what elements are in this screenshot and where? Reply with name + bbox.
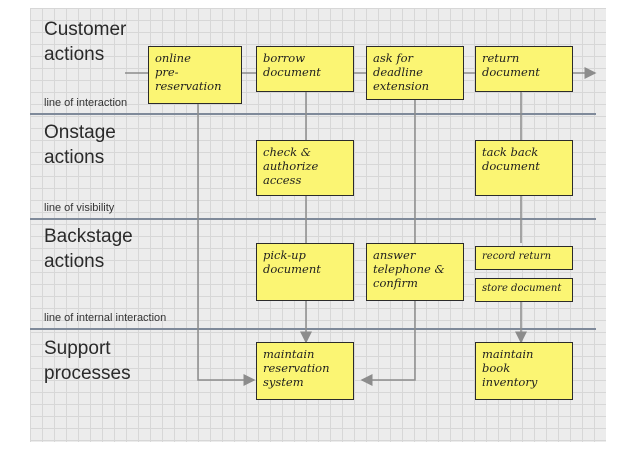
- line-of-visibility-separator: [30, 218, 596, 220]
- line-of-visibility-label: line of visibility: [44, 202, 115, 214]
- card-return-document: return document: [475, 46, 573, 92]
- card-record-return: record return: [475, 246, 573, 270]
- card-maintain-reservation-system: maintain reservation system: [256, 342, 354, 400]
- line-of-interaction-label: line of interaction: [44, 97, 128, 109]
- lane-title-support-processes: Support processes: [44, 338, 131, 384]
- lane-title-backstage-actions: Backstage actions: [44, 226, 133, 272]
- card-answer-telephone-confirm: answer telephone & confirm: [366, 243, 464, 301]
- card-tack-back-document: tack back document: [475, 140, 573, 196]
- card-ask-deadline-extension: ask for deadline extension: [366, 46, 464, 100]
- card-check-authorize-access: check & authorize access: [256, 140, 354, 196]
- card-borrow-document: borrow document: [256, 46, 354, 92]
- line-of-internal-interaction-label: line of internal interaction: [44, 312, 167, 324]
- lane-title-customer-actions: Customer actions: [44, 19, 127, 65]
- card-pick-up-document: pick-up document: [256, 243, 354, 301]
- card-maintain-book-inventory: maintain book inventory: [475, 342, 573, 400]
- lane-title-onstage-actions: Onstage actions: [44, 122, 116, 168]
- card-store-document: store document: [475, 278, 573, 302]
- line-of-internal-interaction-separator: [30, 328, 596, 330]
- card-online-pre-reservation: online pre- reservation: [148, 46, 242, 104]
- line-of-interaction-separator: [30, 113, 596, 115]
